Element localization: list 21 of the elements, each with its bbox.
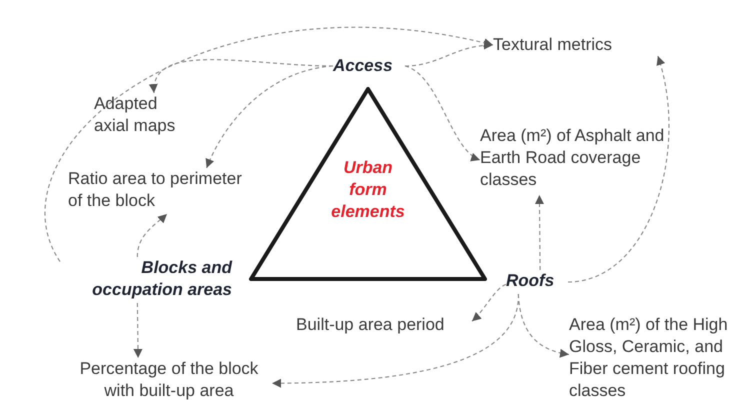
dashed-arrow bbox=[518, 294, 570, 358]
dashed-arrow bbox=[133, 303, 142, 358]
center-label: Urban form elements bbox=[330, 157, 406, 223]
dashed-arrow bbox=[206, 65, 334, 168]
element-label: Roofs bbox=[506, 270, 556, 292]
dashed-arrow bbox=[568, 56, 670, 283]
dashed-arrow bbox=[45, 26, 494, 262]
metric-label: Textural metrics bbox=[493, 34, 614, 56]
metric-label: Area (m²) of Asphalt and Earth Road coverage classes bbox=[480, 125, 666, 191]
metric-label: Adapted axial maps bbox=[94, 93, 176, 137]
metric-label: Ratio area to perimeter of the block bbox=[68, 168, 243, 212]
dashed-arrow bbox=[534, 195, 544, 270]
element-label: Access bbox=[333, 55, 394, 77]
dashed-arrow bbox=[404, 40, 494, 67]
dashed-arrow bbox=[136, 214, 168, 258]
element-label: Blocks and occupation areas bbox=[91, 257, 232, 301]
dashed-arrow bbox=[472, 284, 506, 322]
metric-label: Area (m²) of the High Gloss, Ceramic, and Fiber cement roofing classes bbox=[569, 314, 729, 402]
metric-label: Built-up area period bbox=[296, 314, 446, 336]
dashed-arrow bbox=[404, 66, 480, 160]
metric-label: Percentage of the block with built-up area bbox=[78, 358, 260, 402]
